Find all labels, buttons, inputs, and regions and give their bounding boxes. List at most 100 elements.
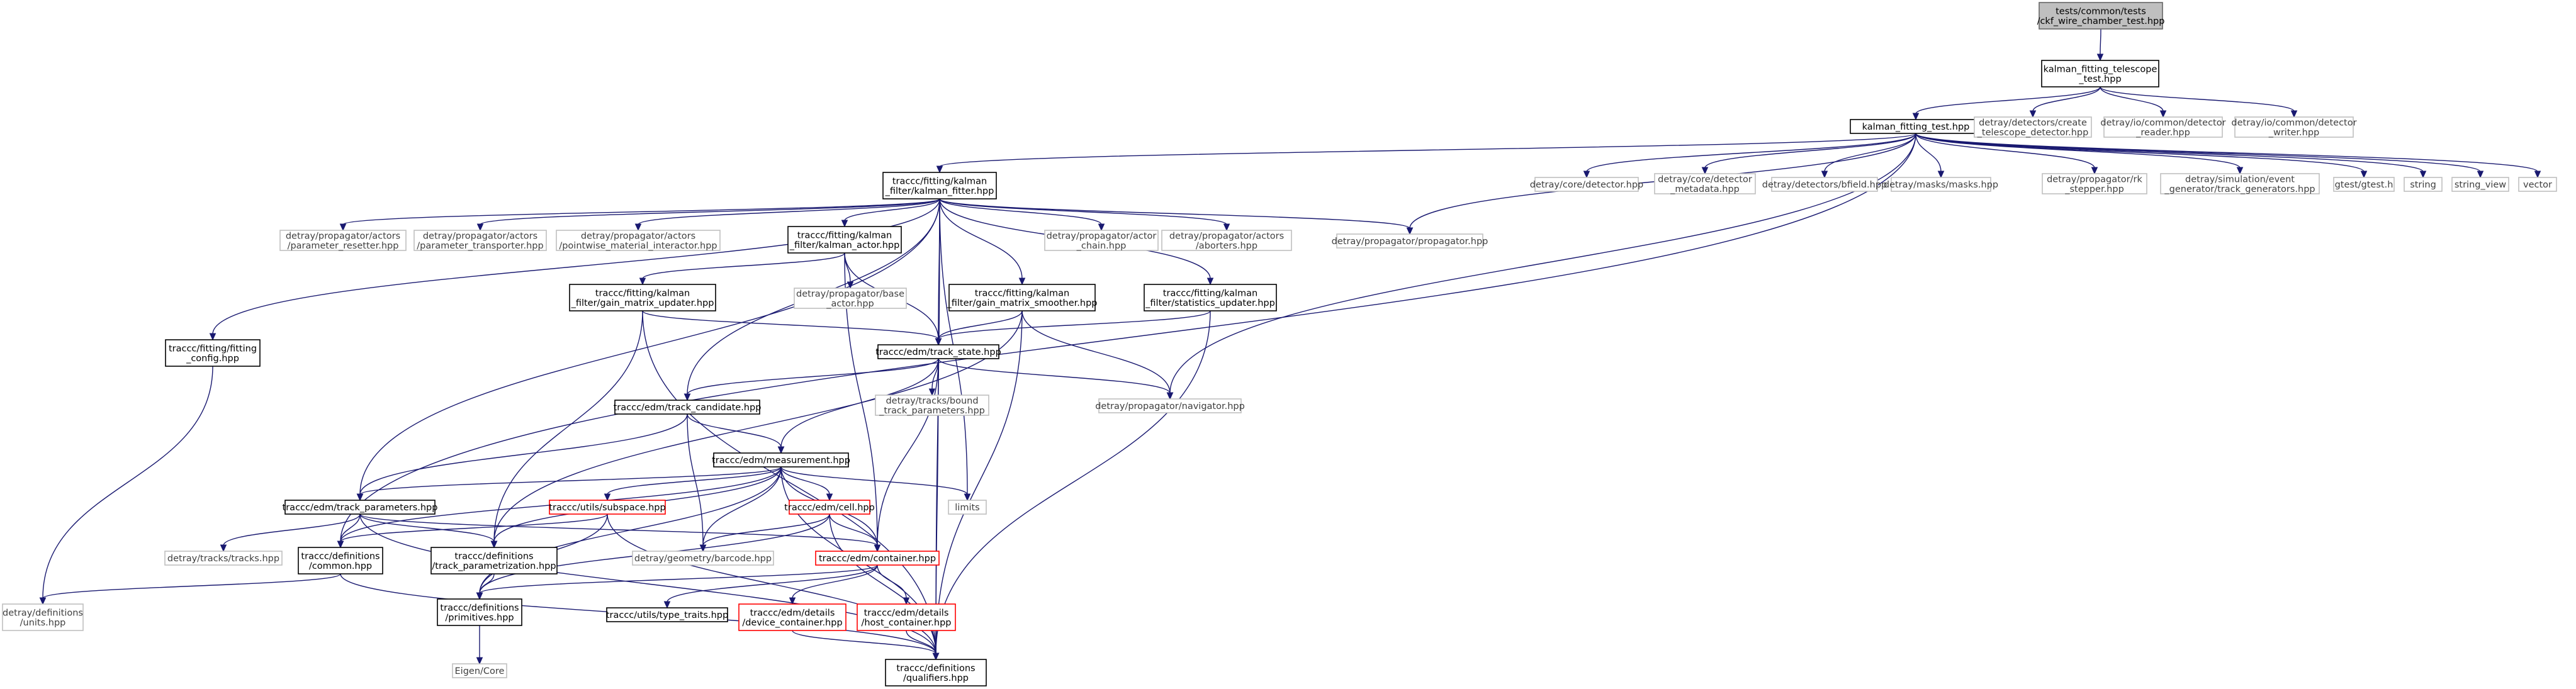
node-d-propagator[interactable]: detray/propagator/propagator.hpp <box>1332 233 1488 249</box>
node-label-line: detray/propagator/navigator.hpp <box>1095 401 1245 412</box>
node-string-view[interactable]: string_view <box>2451 177 2509 192</box>
node-box <box>2 603 84 631</box>
node-box <box>606 607 728 622</box>
node-box <box>1336 233 1483 249</box>
edge-kf_fitter-to-d_aborters <box>939 198 1230 232</box>
edge-track_params-to-qualifiers <box>359 513 940 661</box>
node-fit-config[interactable]: traccc/fitting/fitting_config.hpp <box>165 339 261 367</box>
node-d-param-reset[interactable]: detray/propagator/actors/parameter_reset… <box>279 230 407 251</box>
node-kft-tel[interactable]: kalman_fitting_telescope_test.hpp <box>2041 60 2159 87</box>
edge-gm_smoother-to-track_state <box>935 310 1023 346</box>
node-kf-fitter[interactable]: traccc/fitting/kalman_filter/kalman_fitt… <box>882 172 997 199</box>
node-label-line: traccc/fitting/kalman <box>892 176 987 186</box>
edge-stat_updater-to-qualifiers <box>932 310 1211 661</box>
node-label-line: traccc/definitions <box>440 603 519 613</box>
node-d-pointwise[interactable]: detray/propagator/actors/pointwise_mater… <box>556 230 721 251</box>
node-string[interactable]: string <box>2404 177 2443 192</box>
node-def-trackparam[interactable]: traccc/definitions/track_parametrization… <box>430 547 558 574</box>
node-container[interactable]: traccc/edm/container.hpp <box>815 551 940 566</box>
node-d-masks[interactable]: detray/masks/masks.hpp <box>1884 177 1998 192</box>
node-label-line: _filter/gain_matrix_updater.hpp <box>571 298 714 308</box>
node-box <box>2404 177 2443 192</box>
node-d-bfield[interactable]: detray/detectors/bfield.hpp <box>1762 177 1887 192</box>
edge-measurement-to-cell <box>780 466 833 501</box>
node-label-line: _test.hpp <box>2078 74 2121 84</box>
node-root[interactable]: tests/common/tests/ckf_wire_chamber_test… <box>2037 2 2165 30</box>
node-d-aborters[interactable]: detray/propagator/actors/aborters.hpp <box>1161 230 1292 251</box>
node-box <box>413 230 547 251</box>
node-eigen-core[interactable]: Eigen/Core <box>452 663 507 678</box>
node-box <box>632 551 774 566</box>
node-d-barcode[interactable]: detray/geometry/barcode.hpp <box>632 551 774 566</box>
node-kf-actor[interactable]: traccc/fitting/kalman_filter/kalman_acto… <box>787 226 902 254</box>
node-subspace[interactable]: traccc/utils/subspace.hpp <box>549 500 666 515</box>
node-label-line: /aborters.hpp <box>1196 241 1257 251</box>
node-label-line: _actor.hpp <box>826 299 874 309</box>
node-kft[interactable]: kalman_fitting_test.hpp <box>1850 119 1982 134</box>
node-primitives[interactable]: traccc/definitions/primitives.hpp <box>437 598 522 626</box>
node-box <box>948 284 1096 311</box>
edge-track_state-to-container <box>874 358 939 552</box>
node-device-cont[interactable]: traccc/edm/details/device_container.hpp <box>738 603 846 631</box>
node-gm-updater[interactable]: traccc/fitting/kalman_filter/gain_matrix… <box>569 284 716 311</box>
edge-kft_tel-to-d_io_reader <box>2100 86 2167 118</box>
node-stat-updater[interactable]: traccc/fitting/kalman_filter/statistics_… <box>1144 284 1277 311</box>
node-label-line: _generator/track_generators.hpp <box>2164 184 2315 194</box>
edge-container-to-primitives <box>476 564 878 600</box>
node-d-tracks[interactable]: detray/tracks/tracks.hpp <box>164 551 283 566</box>
node-label-line: /device_container.hpp <box>742 618 842 628</box>
node-def-common[interactable]: traccc/definitions/common.hpp <box>298 547 383 574</box>
node-label-line: /pointwise_material_interactor.hpp <box>559 241 717 251</box>
node-label-line: detray/propagator/rk <box>2047 174 2142 184</box>
node-d-bound-params[interactable]: detray/tracks/bound_track_parameters.hpp <box>875 395 989 416</box>
node-d-io-reader[interactable]: detray/io/common/detector_reader.hpp <box>2100 116 2226 138</box>
node-cell[interactable]: traccc/edm/cell.hpp <box>784 500 875 515</box>
node-label-line: vector <box>2523 180 2552 190</box>
edge-track_params-to-d_tracks <box>220 513 361 552</box>
edge-kft-to-string <box>1915 133 2427 179</box>
node-box <box>298 547 383 574</box>
node-d-param-trans[interactable]: detray/propagator/actors/parameter_trans… <box>413 230 547 251</box>
node-box <box>2160 173 2320 194</box>
node-host-cont[interactable]: traccc/edm/details/host_container.hpp <box>857 603 956 631</box>
node-label-line: traccc/edm/details <box>750 608 835 618</box>
node-label-line: _config.hpp <box>186 354 239 364</box>
node-track-state[interactable]: traccc/edm/track_state.hpp <box>875 344 1001 359</box>
node-box <box>2333 177 2395 192</box>
node-label-line: detray/tracks/bound <box>886 396 978 406</box>
node-track-cand[interactable]: traccc/edm/track_candidate.hpp <box>614 400 762 415</box>
node-box <box>437 598 522 626</box>
node-label-line: detray/tracks/tracks.hpp <box>167 554 279 564</box>
node-gm-smoother[interactable]: traccc/fitting/kalman_filter/gain_matrix… <box>947 284 1098 311</box>
node-d-io-writer[interactable]: detray/io/common/detector_writer.hpp <box>2231 116 2357 138</box>
edge-container-to-host_cont <box>877 564 910 605</box>
node-d-units[interactable]: detray/definitions/units.hpp <box>2 603 84 631</box>
edge-root-to-kft_tel <box>2096 28 2104 62</box>
edge-kft-to-gtest <box>1915 133 2368 179</box>
node-box <box>787 226 902 254</box>
node-d-rk[interactable]: detray/propagator/rk_stepper.hpp <box>2042 173 2147 194</box>
node-vector[interactable]: vector <box>2518 177 2557 192</box>
node-track-params[interactable]: traccc/edm/track_parameters.hpp <box>283 500 438 515</box>
node-box <box>882 172 997 199</box>
node-d-core-det[interactable]: detray/core/detector.hpp <box>1530 177 1644 192</box>
node-type-traits[interactable]: traccc/utils/type_traits.hpp <box>606 607 728 622</box>
node-d-navigator[interactable]: detray/propagator/navigator.hpp <box>1095 398 1245 413</box>
node-measurement[interactable]: traccc/edm/measurement.hpp <box>712 452 850 468</box>
node-d-base-actor[interactable]: detray/propagator/base_actor.hpp <box>794 288 907 309</box>
node-d-trkgen[interactable]: detray/simulation/event_generator/track_… <box>2160 173 2320 194</box>
node-label-line: detray/propagator/actors <box>1169 231 1284 241</box>
edge-cell-to-qualifiers <box>829 513 940 661</box>
node-limits[interactable]: limits <box>948 500 987 515</box>
node-d-actor-chain[interactable]: detray/propagator/actor_chain.hpp <box>1044 230 1159 251</box>
edge-kft-to-d_rk <box>1915 133 2098 175</box>
node-d-core-meta[interactable]: detray/core/detector_metadata.hpp <box>1654 173 1756 194</box>
node-qualifiers[interactable]: traccc/definitions/qualifiers.hpp <box>885 659 987 686</box>
edge-kft-to-def_common <box>337 133 1916 549</box>
node-box <box>2103 116 2223 138</box>
node-gtest[interactable]: gtest/gtest.h <box>2333 177 2395 192</box>
node-d-create-tel[interactable]: detray/detectors/create_telescope_detect… <box>1974 116 2092 138</box>
node-box <box>1654 173 1756 194</box>
edge-def_common-to-d_units <box>39 573 341 605</box>
